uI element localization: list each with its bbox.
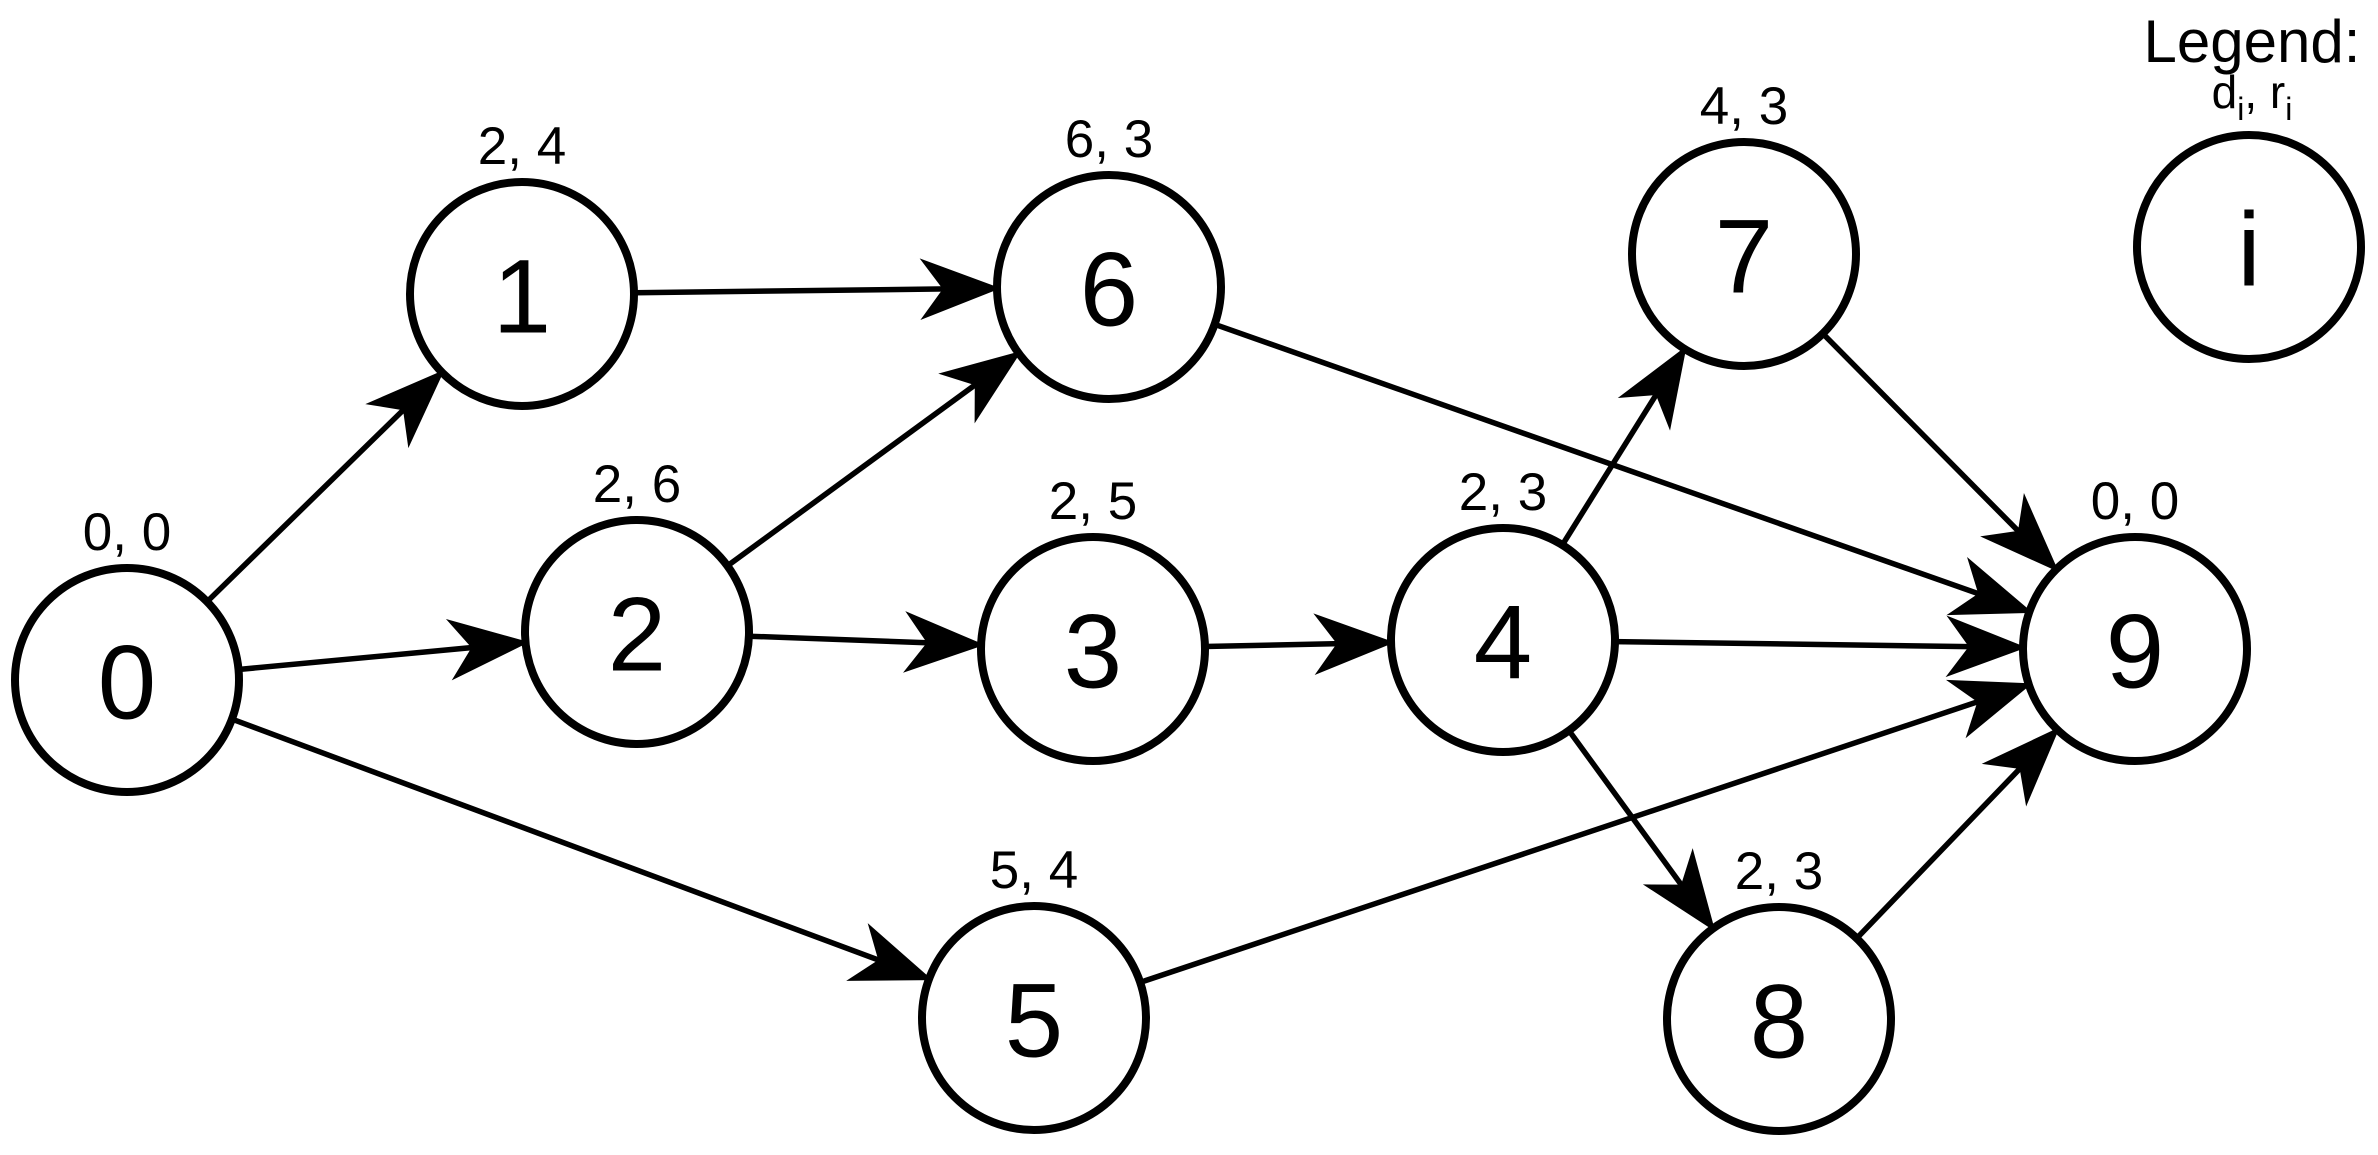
edge-1-6 — [633, 258, 1001, 321]
edges-layer — [205, 258, 2060, 986]
legend-node-label: i — [2237, 191, 2260, 308]
node-4-annotation: 2, 3 — [1459, 463, 1547, 522]
legend-node-circle — [2133, 131, 2365, 363]
edge-3-4 — [1204, 613, 1395, 675]
node-0-annotation: 0, 0 — [83, 503, 171, 562]
legend-title: Legend: — [2144, 8, 2361, 75]
node-5: 5 5, 4 — [918, 841, 1150, 1134]
node-0-circle — [11, 564, 243, 796]
edge-0-2 — [238, 619, 530, 681]
node-4-label: 4 — [1474, 584, 1532, 701]
nodes-layer: 0 0, 0 1 2, 4 2 2, 6 3 2, 5 4 2, 3 5 5, 4 6 6, 3 7 4, 3… — [11, 77, 2251, 1135]
node-4: 4 2, 3 — [1387, 463, 1619, 756]
node-3-annotation: 2, 5 — [1049, 472, 1137, 531]
node-6-annotation: 6, 3 — [1065, 110, 1153, 169]
node-1: 1 2, 4 — [406, 117, 638, 410]
node-8-annotation: 2, 3 — [1735, 842, 1823, 901]
node-9-annotation: 0, 0 — [2091, 472, 2179, 531]
node-2-label: 2 — [608, 576, 666, 693]
node-2: 2 2, 6 — [521, 455, 753, 748]
edge-6-9 — [1213, 321, 2033, 616]
edge-2-3 — [748, 611, 985, 673]
node-1-label: 1 — [493, 238, 551, 355]
node-6-label: 6 — [1080, 231, 1138, 348]
edge-0-5 — [230, 716, 933, 982]
node-5-label: 5 — [1005, 962, 1063, 1079]
node-6-circle — [993, 171, 1225, 403]
node-3: 3 2, 5 — [977, 472, 1209, 765]
edge-2-6 — [725, 350, 1022, 569]
node-9-circle — [2019, 533, 2251, 765]
edge-7-9 — [1820, 331, 2059, 573]
node-8: 8 2, 3 — [1663, 842, 1895, 1135]
legend-subtitle: di, ri — [2212, 66, 2293, 127]
node-2-annotation: 2, 6 — [593, 455, 681, 514]
node-2-circle — [521, 516, 753, 748]
node-1-annotation: 2, 4 — [478, 117, 566, 176]
node-7: 7 4, 3 — [1628, 77, 1860, 370]
node-4-circle — [1387, 524, 1619, 756]
edge-8-9 — [1854, 727, 2060, 941]
edge-4-9 — [1614, 615, 2027, 678]
node-5-annotation: 5, 4 — [990, 841, 1078, 900]
edge-4-8 — [1566, 728, 1716, 932]
edge-4-7 — [1559, 345, 1688, 547]
node-8-circle — [1663, 903, 1895, 1135]
node-5-circle — [918, 902, 1150, 1134]
node-1-circle — [406, 178, 638, 410]
node-0: 0 0, 0 — [11, 503, 243, 796]
node-7-annotation: 4, 3 — [1700, 77, 1788, 136]
legend: Legend: di, ri i — [2133, 8, 2365, 363]
edge-0-1 — [205, 369, 445, 604]
node-7-circle — [1628, 138, 1860, 370]
node-8-label: 8 — [1750, 963, 1808, 1080]
node-3-label: 3 — [1064, 593, 1122, 710]
node-0-label: 0 — [98, 624, 156, 741]
node-9-label: 9 — [2106, 593, 2164, 710]
node-9: 9 0, 0 — [2019, 472, 2251, 765]
node-7-label: 7 — [1715, 198, 1773, 315]
node-6: 6 6, 3 — [993, 110, 1225, 403]
edge-5-9 — [1139, 679, 2033, 986]
node-3-circle — [977, 533, 1209, 765]
